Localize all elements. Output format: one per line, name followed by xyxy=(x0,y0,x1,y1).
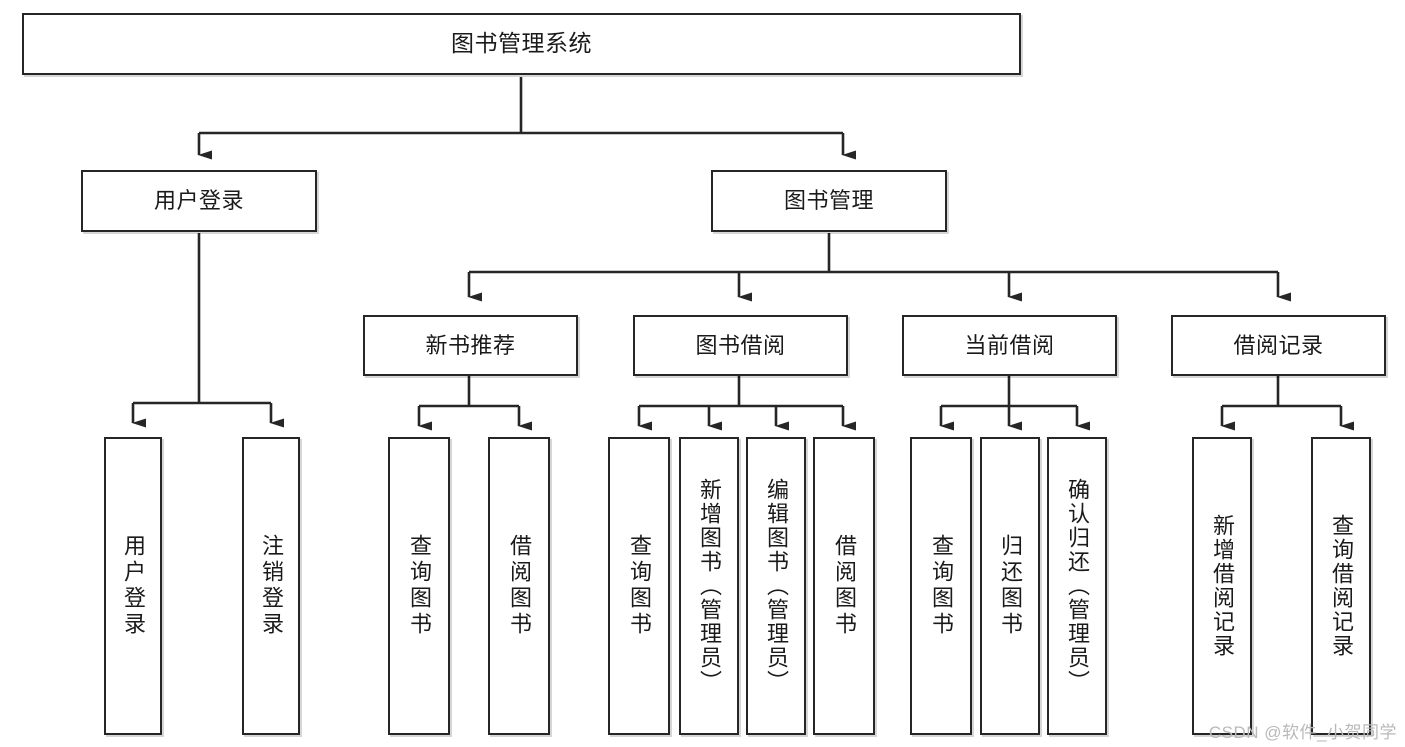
node-borrow-record-label: 借阅记录 xyxy=(1233,332,1324,358)
leaf-query-book-2[interactable]: 查询图书 xyxy=(608,437,670,735)
leaf-user-login[interactable]: 用户登录 xyxy=(104,437,162,735)
leaf-confirm-return[interactable]: 确认归还（管理员） xyxy=(1047,437,1107,735)
leaf-add-record-label: 新增借阅记录 xyxy=(1210,514,1235,658)
node-root-label: 图书管理系统 xyxy=(451,30,592,57)
watermark: CSDN @软件_小贺同学 xyxy=(1208,723,1397,742)
node-book-manage[interactable]: 图书管理 xyxy=(711,170,947,232)
leaf-add-book[interactable]: 新增图书（管理员） xyxy=(679,437,739,735)
leaf-return-book[interactable]: 归还图书 xyxy=(980,437,1040,735)
node-book-borrow-label: 图书借阅 xyxy=(695,332,786,358)
node-book-manage-label: 图书管理 xyxy=(783,188,874,214)
leaf-borrow-book-1[interactable]: 借阅图书 xyxy=(488,437,550,735)
node-current-borrow[interactable]: 当前借阅 xyxy=(902,315,1117,376)
leaf-add-book-label: 新增图书（管理员） xyxy=(697,478,722,694)
node-root[interactable]: 图书管理系统 xyxy=(22,13,1021,75)
leaf-query-book-3[interactable]: 查询图书 xyxy=(910,437,972,735)
leaf-query-book-1-label: 查询图书 xyxy=(407,534,432,638)
leaf-logout[interactable]: 注销登录 xyxy=(242,437,300,735)
node-new-book-recommend[interactable]: 新书推荐 xyxy=(363,315,578,376)
leaf-query-record-label: 查询借阅记录 xyxy=(1329,514,1354,658)
leaf-edit-book[interactable]: 编辑图书（管理员） xyxy=(746,437,806,735)
node-new-book-recommend-label: 新书推荐 xyxy=(425,332,516,358)
leaf-return-book-label: 归还图书 xyxy=(998,534,1023,638)
leaf-logout-label: 注销登录 xyxy=(259,534,284,638)
node-book-borrow[interactable]: 图书借阅 xyxy=(633,315,848,376)
node-user-login-label: 用户登录 xyxy=(153,188,244,214)
leaf-borrow-book-2[interactable]: 借阅图书 xyxy=(813,437,875,735)
leaf-query-book-2-label: 查询图书 xyxy=(627,534,652,638)
leaf-edit-book-label: 编辑图书（管理员） xyxy=(764,478,789,694)
leaf-add-record[interactable]: 新增借阅记录 xyxy=(1192,437,1252,735)
leaf-query-record[interactable]: 查询借阅记录 xyxy=(1311,437,1371,735)
node-borrow-record[interactable]: 借阅记录 xyxy=(1171,315,1386,376)
node-current-borrow-label: 当前借阅 xyxy=(964,332,1055,358)
leaf-query-book-1[interactable]: 查询图书 xyxy=(388,437,450,735)
leaf-borrow-book-1-label: 借阅图书 xyxy=(507,534,532,638)
leaf-borrow-book-2-label: 借阅图书 xyxy=(832,534,857,638)
leaf-query-book-3-label: 查询图书 xyxy=(929,534,954,638)
node-user-login[interactable]: 用户登录 xyxy=(81,170,317,232)
leaf-user-login-label: 用户登录 xyxy=(121,534,146,638)
leaf-confirm-return-label: 确认归还（管理员） xyxy=(1065,478,1090,694)
